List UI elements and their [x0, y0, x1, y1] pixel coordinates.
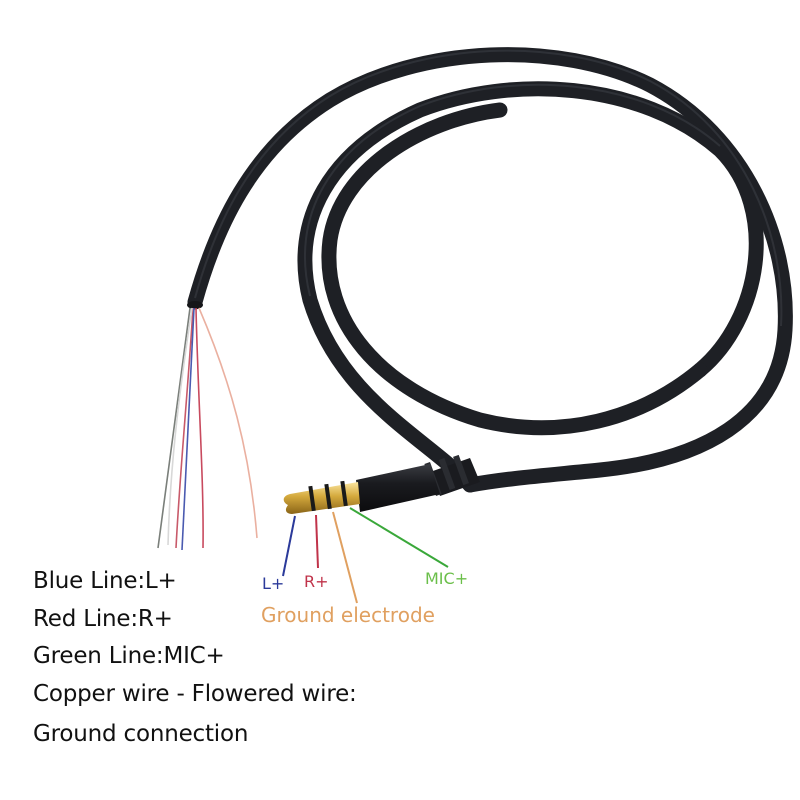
legend-line-ground: Ground connection — [33, 721, 249, 747]
legend-line-green: Green Line:MIC+ — [33, 643, 225, 669]
legend-line-red: Red Line:R+ — [33, 606, 173, 632]
pin-label-mic: MIC+ — [425, 569, 469, 588]
leader-line-mic — [349, 507, 449, 568]
pin-label-ground: Ground electrode — [261, 603, 435, 627]
cable-end — [187, 301, 203, 309]
leader-line-right — [315, 514, 319, 569]
leader-lines — [282, 507, 449, 604]
legend-line-blue: Blue Line:L+ — [33, 568, 177, 594]
braided-cable — [187, 47, 793, 493]
pin-label-right: R+ — [304, 572, 329, 591]
legend-line-copper: Copper wire - Flowered wire: — [33, 681, 357, 707]
leader-line-left — [282, 515, 296, 577]
leader-line-ground — [332, 511, 358, 604]
trrs-plug — [283, 454, 480, 514]
pin-label-left: L+ — [262, 574, 285, 593]
exposed-wires — [157, 307, 258, 551]
